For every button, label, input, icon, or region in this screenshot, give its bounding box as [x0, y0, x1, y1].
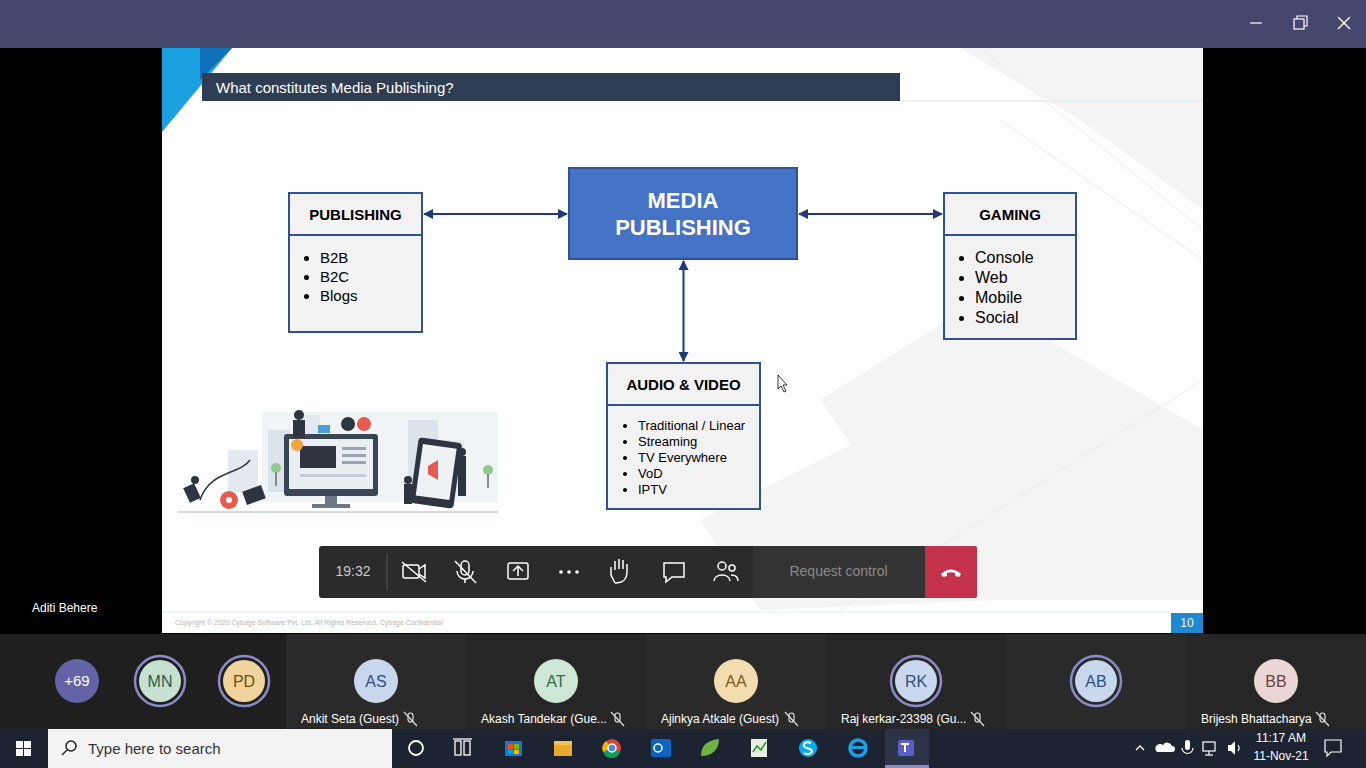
bullet-list: B2BB2CBlogs [290, 236, 421, 315]
category-box: GAMINGConsoleWebMobileSocial [943, 192, 1077, 340]
bullet-item: VoD [638, 466, 751, 482]
bullet-item: Mobile [975, 288, 1067, 308]
presenter-name: Aditi Behere [32, 601, 97, 615]
bullet-list: ConsoleWebMobileSocial [945, 236, 1075, 338]
bullet-item: Web [975, 268, 1067, 288]
title-band [202, 73, 900, 101]
title-rule [900, 101, 1203, 102]
bullet-item: Traditional / Linear [638, 418, 751, 434]
bullet-item: B2B [320, 248, 413, 267]
page-number: 10 [1171, 616, 1203, 630]
bullet-item: TV Everywhere [638, 450, 751, 466]
mouse-pointer [778, 375, 787, 392]
call-timer: 19:32 [332, 563, 374, 580]
bullet-item: Streaming [638, 434, 751, 450]
overflow-count: +69 [55, 672, 99, 690]
bullet-item: Social [975, 308, 1067, 328]
avatar-initials: AS [354, 672, 398, 691]
avatar-initials: MN [138, 672, 182, 691]
category-box: AUDIO & VIDEOTraditional / LinearStreami… [606, 362, 761, 510]
bullet-item: IPTV [638, 482, 751, 498]
category-box: PUBLISHINGB2BB2CBlogs [288, 192, 423, 333]
participant-name: Brijesh Bhattacharya [1201, 712, 1312, 726]
double-arrow [683, 261, 685, 361]
slide-title: What constitutes Media Publishing? [216, 79, 454, 96]
box-heading: PUBLISHING [290, 194, 421, 236]
avatar-circles [55, 656, 1298, 706]
participant-name: Ajinkya Atkale (Guest) [661, 712, 779, 726]
search-placeholder: Type here to search [88, 740, 221, 758]
taskbar-icons [409, 729, 1341, 768]
footer-rule [162, 612, 1170, 613]
video-area [0, 48, 1366, 634]
participant-tiles [286, 634, 1366, 729]
avatar-initials: PD [222, 672, 266, 691]
participant-name: Raj kerkar-23398 (Gu... [841, 712, 966, 726]
double-arrow [424, 213, 567, 215]
avatar-initials: AA [714, 672, 758, 691]
avatar-initials: RK [894, 672, 938, 691]
participant-strip [0, 634, 1366, 729]
search-icon [62, 741, 76, 755]
bullet-item: Console [975, 248, 1067, 268]
box-heading: AUDIO & VIDEO [608, 364, 759, 406]
box-heading: GAMING [945, 194, 1075, 236]
request-control-button: Request control [760, 563, 917, 580]
clock-time: 11:17 AM [1250, 731, 1312, 745]
meeting-toolbar [319, 546, 977, 598]
copyright-note: Copyright © 2020 Cybage Software Pvt. Lt… [175, 619, 443, 627]
avatar-initials: AB [1074, 672, 1118, 691]
clock-date: 11-Nov-21 [1250, 749, 1312, 763]
bullet-list: Traditional / LinearStreamingTV Everywhe… [608, 406, 759, 508]
bullet-item: B2C [320, 267, 413, 286]
mic-muted-icons [404, 712, 1329, 726]
bullet-item: Blogs [320, 286, 413, 305]
slide [162, 48, 1203, 633]
double-arrow [799, 213, 942, 215]
box-label: MEDIA PUBLISHING [610, 187, 756, 241]
taskbar [0, 729, 1366, 768]
start-button [16, 741, 31, 756]
avatar-initials: AT [534, 672, 578, 691]
title-bar [0, 0, 1366, 48]
media-illustration [178, 410, 498, 512]
close-icon [1338, 17, 1350, 29]
minimize-icon [1250, 22, 1262, 23]
avatar-initials: BB [1254, 672, 1298, 691]
slide-watermark [700, 48, 1203, 610]
participant-name: Akash Tandekar (Gue... [481, 712, 607, 726]
central-box: MEDIA PUBLISHING [568, 167, 798, 260]
page-number-box [1171, 613, 1203, 633]
slide-watermark-lines [840, 48, 1203, 610]
participant-name: Ankit Seta (Guest) [301, 712, 399, 726]
search-box [48, 729, 392, 768]
restore-icon [1294, 16, 1307, 29]
